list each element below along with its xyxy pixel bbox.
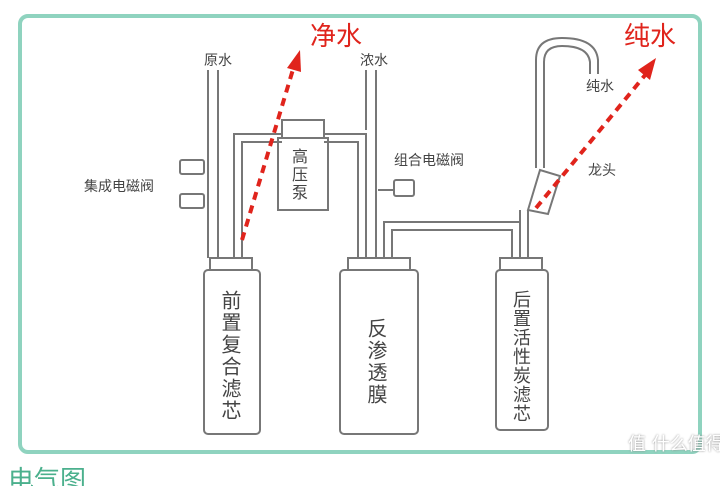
ro-to-post-pipe: [383, 221, 521, 258]
concentrate-pipe: [365, 70, 377, 258]
combo-valve-body: [393, 179, 415, 197]
integrated-valve-top: [179, 159, 205, 175]
pure-water-arrow-line: [534, 72, 648, 210]
ro-membrane-label: 反渗透膜: [364, 318, 388, 406]
post-filter-label: 后置活性炭滤芯: [510, 290, 531, 423]
watermark: 值 什么值得买: [628, 434, 720, 455]
pump-body: [277, 137, 329, 211]
post-filter-cap: [499, 257, 543, 271]
concentrate-label: 浓水: [360, 53, 388, 69]
faucet-neck: [535, 36, 599, 168]
faucet-neck-inner: [543, 44, 591, 168]
raw-water-label: 原水: [204, 53, 232, 69]
raw-water-pipe: [207, 70, 219, 258]
pure-water-small-label: 纯水: [586, 79, 614, 95]
integrated-valve-label: 集成电磁阀: [84, 179, 154, 195]
diagram-frame: [18, 14, 702, 454]
post-filter-body: [495, 269, 549, 431]
pump-cap: [281, 119, 325, 139]
pure-water-arrowhead: [638, 58, 656, 80]
clean-water-annotation: 净水: [310, 22, 363, 52]
pump-to-ro-pipe: [324, 133, 367, 258]
pre-to-pump-pipe: [233, 133, 282, 258]
combo-valve-label: 组合电磁阀: [394, 153, 464, 169]
integrated-valve-bottom: [179, 193, 205, 209]
pre-filter-cap: [209, 257, 253, 271]
pre-filter-label: 前置复合滤芯: [218, 290, 242, 422]
diagram-caption: 电气图: [8, 466, 87, 486]
faucet-handle: [526, 168, 562, 216]
clean-water-arrowhead: [287, 50, 301, 72]
faucet-label: 龙头: [588, 163, 616, 179]
post-to-faucet-pipe: [519, 210, 529, 258]
ro-cap: [347, 257, 411, 271]
pre-filter-body: [203, 269, 261, 435]
pump-label: 高压泵: [289, 148, 308, 202]
pure-water-annotation: 纯水: [624, 22, 677, 52]
ro-body: [339, 269, 419, 435]
clean-water-arrow-line: [240, 65, 296, 241]
